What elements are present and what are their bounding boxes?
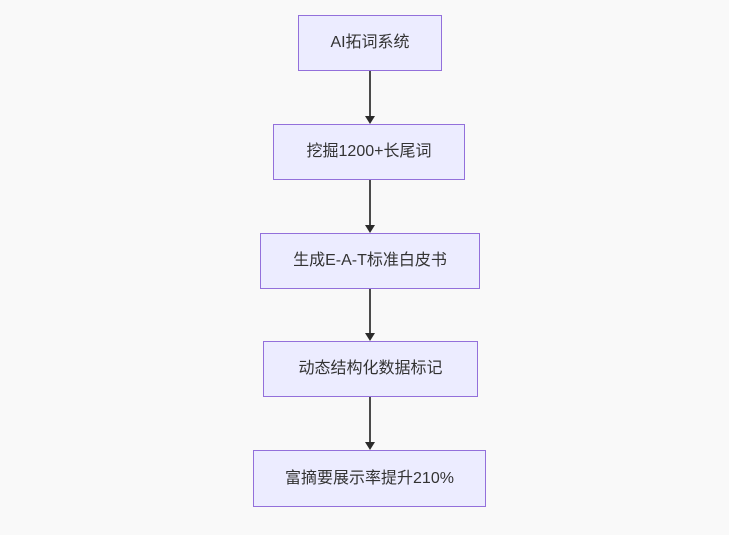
- arrow-down-icon: [365, 116, 375, 124]
- arrow-connector: [365, 397, 375, 450]
- flow-node-ai-word-expansion-system: AI拓词系统: [298, 15, 442, 71]
- arrow-down-icon: [365, 225, 375, 233]
- arrow-down-icon: [365, 333, 375, 341]
- flow-node-label: 生成E-A-T标准白皮书: [293, 252, 447, 269]
- flow-node-label: 动态结构化数据标记: [298, 360, 443, 377]
- flow-node-dynamic-structured-data-markup: 动态结构化数据标记: [263, 341, 478, 397]
- flow-node-rich-snippet-rate-increase: 富摘要展示率提升210%: [253, 450, 486, 507]
- arrow-connector: [365, 71, 375, 124]
- flow-node-generate-eat-whitepaper: 生成E-A-T标准白皮书: [260, 233, 480, 289]
- arrow-connector: [365, 180, 375, 233]
- flow-node-label: 富摘要展示率提升210%: [285, 469, 454, 487]
- arrow-connector: [365, 289, 375, 341]
- flow-node-label: 挖掘1200+长尾词: [306, 143, 432, 160]
- arrow-down-icon: [365, 442, 375, 450]
- flow-node-mine-longtail-keywords: 挖掘1200+长尾词: [273, 124, 465, 180]
- flow-node-label: AI拓词系统: [330, 34, 410, 51]
